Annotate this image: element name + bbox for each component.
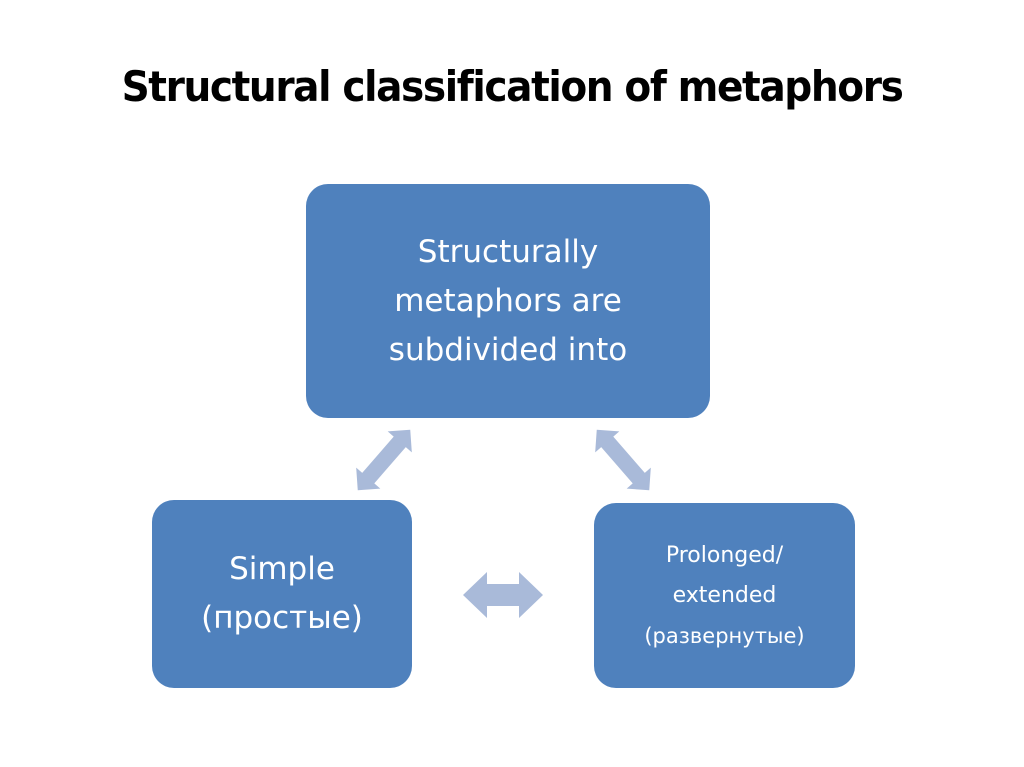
double-arrow-top-left [356,429,412,491]
slide-title: Structural classification of metaphors [121,62,904,111]
right-box-line: (развернутые) [644,623,805,648]
top-box-line: Structurally [417,233,599,270]
right-box-line: extended [672,582,777,608]
double-arrow-horizontal [463,572,543,618]
top-box-subdivided-into: Structurally metaphors are subdivided in… [306,184,710,418]
top-box-line: subdivided into [388,331,628,368]
left-box-line: (простые) [201,600,363,636]
left-box-simple: Simple (простые) [152,500,412,688]
right-box-extended: Prolonged/ extended (развернутые) [594,503,855,688]
left-box-line: Simple [229,551,335,587]
top-box-line: metaphors are [394,282,622,319]
right-box-line: Prolonged/ [665,542,784,568]
double-arrow-top-right [595,429,651,491]
